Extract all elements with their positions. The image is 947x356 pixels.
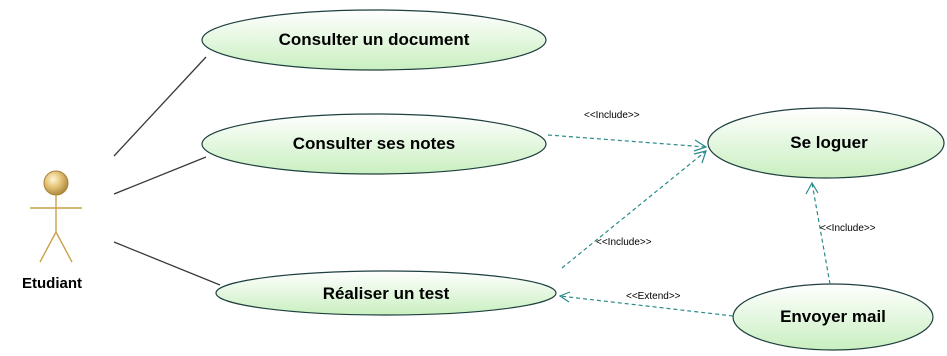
actor-head: [43, 170, 69, 196]
usecase-label: Envoyer mail: [780, 307, 886, 326]
include-label: <<Include>>: [584, 110, 640, 121]
include-notes-to-loguer: <<Include>>: [547, 110, 708, 152]
include-test-to-loguer: <<Include>>: [561, 150, 707, 269]
actor-right-leg: [55, 231, 73, 263]
actor-label: Etudiant: [22, 275, 82, 292]
arrowhead: [805, 181, 819, 195]
actor-left-leg: [39, 231, 57, 263]
usecase-ellipse: [201, 113, 547, 175]
arrowhead: [558, 291, 571, 303]
usecase-ellipse: [215, 270, 557, 316]
include-mail-to-loguer: <<Include>>: [805, 181, 876, 285]
dependency-line: [547, 134, 707, 148]
arrowhead: [693, 150, 707, 164]
usecase-label: Se loguer: [790, 133, 868, 152]
usecase-label: Consulter un document: [279, 30, 470, 49]
usecase-label: Consulter ses notes: [293, 134, 456, 153]
association-consulter-document: [113, 56, 207, 157]
usecase-ellipse: [201, 9, 547, 71]
association-realiser-test: [113, 241, 221, 286]
usecase-consulter-document[interactable]: Consulter un document: [201, 9, 547, 71]
arrowhead: [693, 139, 708, 152]
include-label: <<Include>>: [820, 223, 876, 234]
usecase-label: Réaliser un test: [323, 284, 450, 303]
usecase-consulter-notes[interactable]: Consulter ses notes: [201, 113, 547, 175]
actor-etudiant[interactable]: Etudiant: [22, 170, 82, 292]
dependency-line: [561, 150, 707, 269]
usecase-envoyer-mail[interactable]: Envoyer mail: [732, 283, 934, 351]
usecase-se-loguer[interactable]: Se loguer: [707, 107, 945, 179]
usecase-realiser-test[interactable]: Réaliser un test: [215, 270, 557, 316]
dependency-line: [559, 295, 734, 317]
usecase-ellipse: [732, 283, 934, 351]
usecase-ellipse: [707, 107, 945, 179]
association-consulter-notes: [113, 156, 207, 195]
extend-mail-to-test: <<Extend>>: [558, 291, 734, 317]
include-label: <<Include>>: [596, 237, 652, 248]
dependency-line: [811, 182, 831, 285]
extend-label: <<Extend>>: [626, 291, 681, 302]
